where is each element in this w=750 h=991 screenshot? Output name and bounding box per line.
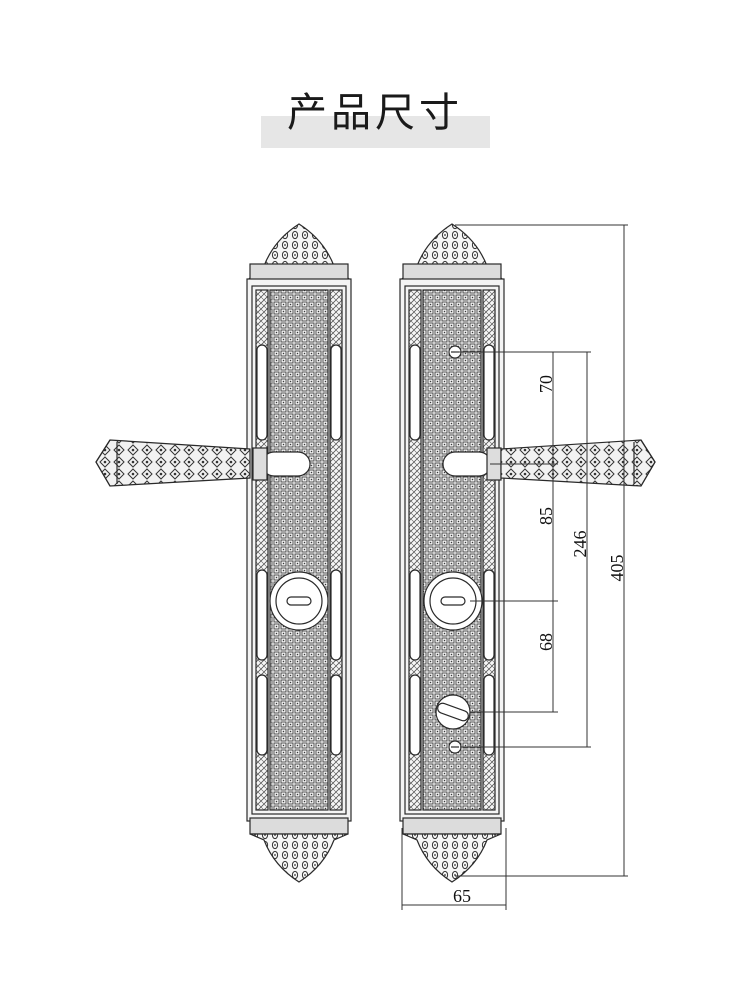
dim-label-85: 85 — [536, 507, 556, 525]
dim-label-68: 68 — [536, 633, 556, 651]
right-lever-handle — [500, 439, 656, 487]
dim-label-70: 70 — [536, 375, 556, 393]
left-lock-plate — [246, 223, 352, 883]
dim-label-405: 405 — [607, 555, 627, 582]
title-band — [261, 116, 490, 148]
dim-label-65: 65 — [453, 886, 471, 906]
right-lock-plate — [399, 223, 505, 883]
dim-label-246: 246 — [570, 531, 590, 558]
page-title: 产品尺寸 — [287, 90, 463, 136]
left-lever-handle — [95, 439, 251, 487]
dimension-lines — [401, 224, 628, 910]
dimension-labels: 70 85 246 405 68 65 — [453, 375, 627, 906]
